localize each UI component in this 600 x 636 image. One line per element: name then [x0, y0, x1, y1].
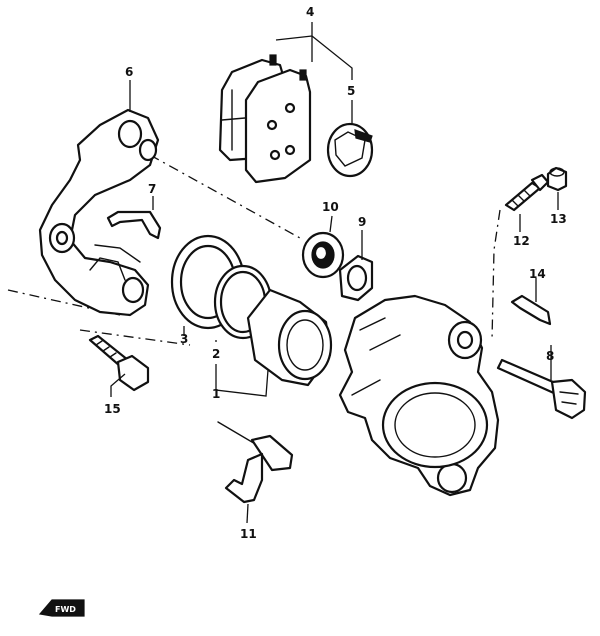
assembly-axis-upper — [149, 154, 301, 239]
callout-12: 12 — [513, 234, 530, 248]
callout-4: 4 — [306, 5, 314, 19]
piston — [246, 288, 333, 387]
callout-7: 7 — [148, 182, 156, 196]
callout-10: 10 — [322, 200, 339, 214]
leader-lines — [110, 22, 559, 524]
dust-seal — [301, 231, 345, 279]
bushing — [338, 254, 374, 302]
pad-spring — [510, 294, 552, 326]
callout-9: 9 — [358, 215, 366, 229]
anti-rattle-clip — [106, 210, 162, 240]
callout-15: 15 — [104, 402, 121, 416]
callout-2: 2 — [212, 347, 220, 361]
caliper-body — [338, 294, 500, 497]
forward-direction-badge: FWD — [38, 599, 85, 617]
callout-1: 1 — [212, 387, 220, 401]
pad-shim — [326, 122, 374, 178]
callout-14: 14 — [529, 267, 546, 281]
bleeder-cap — [546, 166, 568, 192]
callout-8: 8 — [546, 349, 554, 363]
slide-pin-bolt — [496, 358, 587, 420]
assembly-axis-bolt — [491, 209, 501, 341]
callout-3: 3 — [180, 332, 188, 346]
callout-13: 13 — [550, 212, 567, 226]
pad-retainer-pin — [217, 421, 294, 504]
callout-5: 5 — [347, 84, 355, 98]
bleeder-screw — [504, 173, 550, 212]
bracket-bolt — [88, 334, 150, 392]
forward-direction-label: FWD — [55, 605, 76, 614]
callout-11: 11 — [240, 527, 257, 541]
caliper-bracket — [38, 108, 160, 317]
callout-6: 6 — [125, 65, 133, 79]
brake-pad-set — [218, 54, 312, 184]
